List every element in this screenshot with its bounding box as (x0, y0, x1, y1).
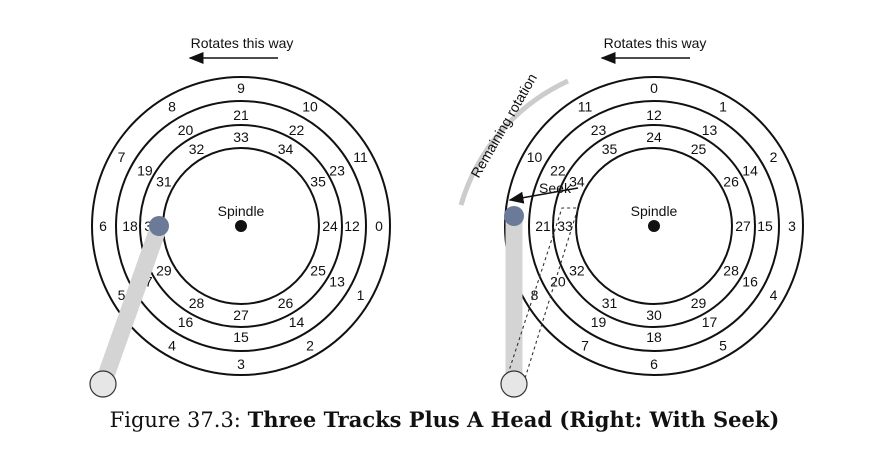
seek-label: Seek (539, 180, 572, 196)
right-middle-sector-1: 13 (702, 122, 718, 138)
left-outer-sector-7: 7 (118, 149, 126, 165)
right-middle-track-ring (528, 100, 780, 352)
left-spindle-label: Spindle (218, 203, 265, 219)
left-outer-sector-11: 11 (353, 149, 368, 165)
left-inner-sector-2: 26 (278, 295, 294, 311)
right-inner-sector-10: 34 (569, 174, 585, 190)
right-middle-sector-3: 15 (757, 218, 773, 234)
left-disk: Spindle 01234567891011121314151617181920… (89, 35, 391, 398)
right-inner-track-ring (552, 124, 756, 328)
right-outer-sector-1: 1 (719, 99, 727, 115)
left-outer-sector-3: 3 (237, 356, 245, 372)
left-outer-sector-5: 5 (118, 287, 126, 303)
right-outer-sector-6: 6 (650, 356, 658, 372)
left-outer-sector-6: 6 (99, 218, 107, 234)
right-inner-sector-6: 30 (646, 307, 662, 323)
right-spindle-dot (648, 220, 660, 232)
right-spindle-label: Spindle (631, 203, 678, 219)
right-outer-sector-7: 7 (581, 338, 589, 354)
right-middle-sector-4: 16 (742, 274, 758, 290)
right-middle-sector-5: 17 (702, 314, 718, 330)
left-inner-sector-8: 32 (189, 141, 205, 157)
right-middle-sector-2: 14 (742, 163, 758, 179)
figure-caption: Figure 37.3: Three Tracks Plus A Head (R… (0, 407, 889, 432)
right-inner-sector-7: 31 (602, 295, 618, 311)
left-middle-sector-1: 13 (329, 274, 345, 290)
left-middle-sector-10: 22 (289, 122, 305, 138)
right-inner-sector-5: 29 (691, 295, 707, 311)
right-outer-sector-5: 5 (719, 338, 727, 354)
right-pivot (500, 370, 528, 398)
left-middle-sector-3: 15 (233, 329, 249, 345)
left-middle-sector-8: 20 (178, 122, 194, 138)
caption-number: Figure 37.3: (109, 408, 241, 432)
left-outer-sector-10: 10 (302, 99, 318, 115)
left-outer-sector-9: 9 (237, 80, 245, 96)
left-inner-sector-3: 27 (233, 307, 249, 323)
left-pivot (89, 370, 117, 398)
left-inner-sector-11: 35 (310, 174, 326, 190)
right-inner-sector-4: 28 (723, 263, 739, 279)
right-outer-sector-8: 8 (531, 287, 539, 303)
left-inner-sector-4: 28 (189, 295, 205, 311)
left-head (149, 216, 169, 236)
left-sector-labels: 0123456789101112131415161718192021222324… (99, 80, 383, 372)
right-middle-sector-8: 20 (550, 274, 566, 290)
right-outer-track-ring (504, 76, 804, 376)
left-outer-track-ring (91, 76, 391, 376)
right-inner-sector-2: 26 (723, 174, 739, 190)
left-middle-sector-7: 19 (137, 163, 153, 179)
seek-arrow (508, 187, 579, 204)
right-middle-sector-0: 12 (646, 107, 662, 123)
left-outer-sector-2: 2 (306, 338, 314, 354)
left-middle-sector-6: 18 (122, 218, 138, 234)
left-middle-sector-4: 16 (178, 314, 194, 330)
right-disk: Remaining rotation Spindle 0123456789101… (458, 35, 804, 398)
left-inner-sector-9: 33 (233, 129, 249, 145)
right-spindle-ring (575, 147, 733, 305)
left-inner-sector-5: 29 (156, 263, 172, 279)
right-inner-sector-8: 32 (569, 263, 585, 279)
right-outer-sector-10: 10 (527, 149, 543, 165)
right-outer-sector-4: 4 (770, 287, 778, 303)
right-outer-sector-3: 3 (788, 218, 796, 234)
left-outer-sector-0: 0 (375, 218, 383, 234)
right-middle-sector-6: 18 (646, 329, 662, 345)
left-outer-sector-4: 4 (168, 338, 176, 354)
caption-title: Three Tracks Plus A Head (Right: With Se… (247, 407, 780, 432)
right-inner-sector-11: 35 (602, 141, 618, 157)
right-inner-sector-1: 25 (691, 141, 707, 157)
left-inner-sector-0: 24 (322, 218, 338, 234)
left-middle-sector-9: 21 (233, 107, 249, 123)
left-outer-sector-1: 1 (357, 287, 365, 303)
right-head (504, 206, 524, 226)
right-outer-sector-2: 2 (770, 149, 778, 165)
left-middle-sector-0: 12 (344, 218, 360, 234)
right-inner-sector-3: 27 (735, 218, 751, 234)
left-middle-track-ring (115, 100, 367, 352)
left-arm (94, 223, 168, 387)
left-inner-track-ring (139, 124, 343, 328)
right-rotation-label: Rotates this way (604, 35, 707, 51)
remaining-rotation-arc (458, 78, 570, 206)
right-middle-sector-7: 19 (591, 314, 607, 330)
right-outer-sector-11: 11 (578, 99, 593, 115)
right-middle-sector-10: 22 (550, 163, 566, 179)
left-inner-sector-1: 25 (310, 263, 326, 279)
left-spindle-dot (235, 220, 247, 232)
left-middle-sector-11: 23 (329, 163, 345, 179)
left-outer-sector-8: 8 (168, 99, 176, 115)
left-rotation-label: Rotates this way (191, 35, 294, 51)
right-inner-sector-0: 24 (646, 129, 662, 145)
right-middle-sector-9: 21 (535, 218, 551, 234)
right-outer-sector-0: 0 (650, 80, 658, 96)
right-inner-sector-9: 33 (557, 218, 573, 234)
right-middle-sector-11: 23 (591, 122, 607, 138)
left-middle-sector-2: 14 (289, 314, 305, 330)
right-old-arm-outline (505, 207, 579, 389)
left-inner-sector-7: 31 (156, 174, 172, 190)
left-inner-sector-10: 34 (278, 141, 294, 157)
